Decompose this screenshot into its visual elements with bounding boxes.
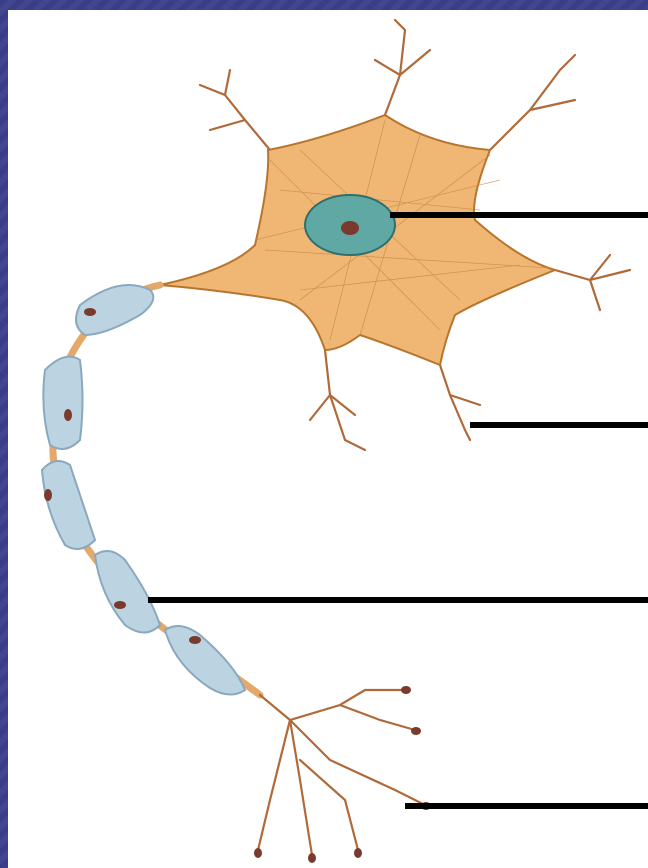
myelin-segment-3 bbox=[42, 461, 95, 549]
dendrite-right bbox=[555, 255, 630, 310]
dendrite-bottom-left bbox=[310, 350, 365, 450]
myelin-segment-4 bbox=[95, 551, 160, 633]
dendrite-top-left bbox=[200, 70, 270, 150]
dendrite-bottom-right bbox=[440, 365, 480, 440]
axon bbox=[53, 285, 260, 695]
dendrite-top bbox=[375, 20, 430, 115]
dendrite-top-right bbox=[490, 55, 575, 150]
nucleolus bbox=[341, 221, 359, 235]
myelin-segment-5 bbox=[165, 626, 245, 695]
axon-terminals bbox=[258, 690, 425, 855]
myelin-segment-2 bbox=[43, 357, 82, 449]
